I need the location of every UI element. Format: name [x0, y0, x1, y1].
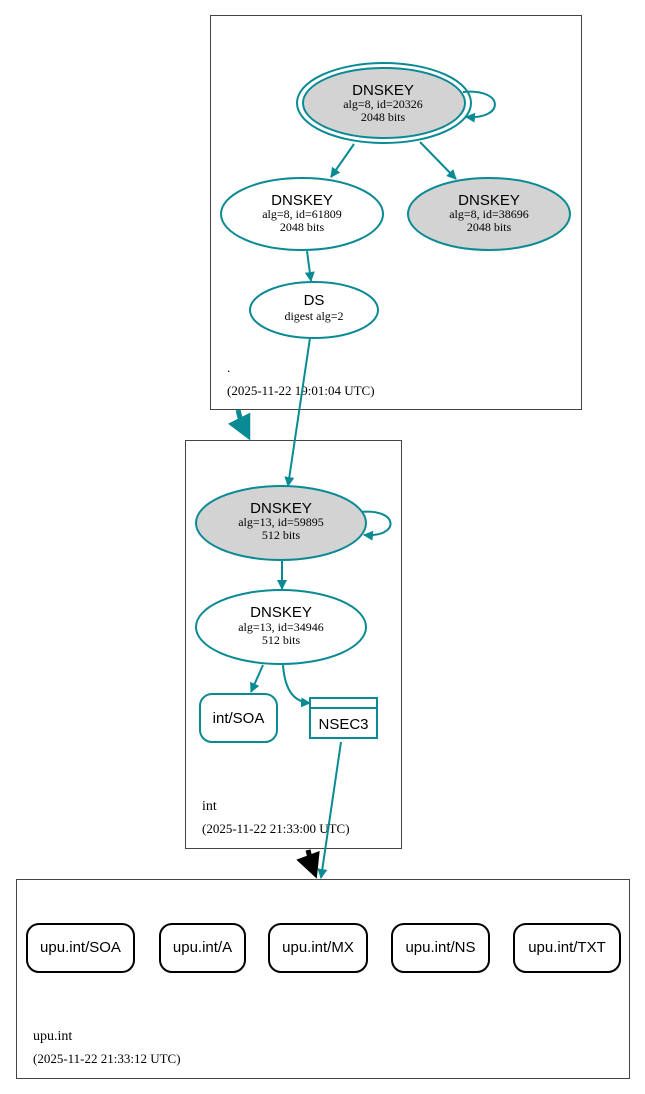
edge-ds-to-int-ksk: [284, 337, 311, 487]
node-int-ksk-title: DNSKEY: [250, 500, 312, 517]
edge-root-zsk-to-ds: [304, 250, 315, 282]
node-root-ksk-title: DNSKEY: [352, 82, 414, 99]
edge-root-ksk-to-key3: [419, 141, 457, 180]
edge-int-zsk-to-nsec3: [282, 664, 311, 708]
zone-root-name: .: [227, 360, 230, 375]
delegation-int-to-upu: [296, 849, 320, 879]
node-root-ds[interactable]: DS digest alg=2: [249, 281, 379, 339]
zone-upu-name: upu.int: [33, 1029, 72, 1044]
edge-int-zsk-to-soa: [250, 664, 264, 693]
zone-int-box: [185, 440, 402, 849]
node-int-zsk-title: DNSKEY: [250, 604, 312, 621]
node-root-ds-line1: digest alg=2: [284, 309, 343, 323]
edge-int-ksk-self: [359, 510, 392, 541]
node-root-zsk-line1: alg=8, id=61809: [262, 207, 342, 221]
zone-int-name: int: [202, 799, 217, 814]
record-upu-a[interactable]: upu.int/A: [159, 923, 246, 973]
node-int-ksk-line1: alg=13, id=59895: [238, 515, 324, 529]
record-upu-txt[interactable]: upu.int/TXT: [513, 923, 621, 973]
node-root-zsk-line2: 2048 bits: [280, 220, 325, 234]
node-int-ksk-line2: 512 bits: [262, 528, 301, 542]
record-upu-a-label: upu.int/A: [173, 939, 232, 956]
node-root-key3[interactable]: DNSKEY alg=8, id=38696 2048 bits: [407, 177, 571, 251]
node-root-zsk-title: DNSKEY: [271, 192, 333, 209]
node-root-ksk-line1: alg=8, id=20326: [343, 97, 423, 111]
edge-root-ksk-self: [462, 90, 496, 123]
record-upu-mx-label: upu.int/MX: [282, 939, 354, 956]
zone-upu-box: [16, 879, 630, 1079]
node-root-ksk[interactable]: DNSKEY alg=8, id=20326 2048 bits: [296, 62, 472, 144]
node-int-ksk[interactable]: DNSKEY alg=13, id=59895 512 bits: [195, 485, 367, 561]
record-upu-soa-label: upu.int/SOA: [40, 939, 121, 956]
edge-root-ksk-to-zsk: [330, 143, 355, 178]
edge-nsec3-to-upu: [317, 741, 342, 879]
node-int-zsk-line1: alg=13, id=34946: [238, 620, 324, 634]
node-int-zsk-line2: 512 bits: [262, 633, 301, 647]
node-root-ksk-line2: 2048 bits: [361, 110, 406, 124]
node-root-zsk[interactable]: DNSKEY alg=8, id=61809 2048 bits: [220, 177, 384, 251]
zone-int-timestamp: (2025-11-22 21:33:00 UTC): [202, 821, 350, 836]
record-upu-ns[interactable]: upu.int/NS: [391, 923, 490, 973]
zone-upu-timestamp: (2025-11-22 21:33:12 UTC): [33, 1051, 181, 1066]
node-int-zsk[interactable]: DNSKEY alg=13, id=34946 512 bits: [195, 589, 367, 665]
record-upu-soa[interactable]: upu.int/SOA: [26, 923, 135, 973]
node-int-soa-label: int/SOA: [213, 710, 265, 727]
node-int-soa[interactable]: int/SOA: [199, 693, 278, 743]
node-int-nsec3-label: NSEC3: [318, 716, 368, 733]
node-root-key3-line1: alg=8, id=38696: [449, 207, 529, 221]
node-int-nsec3[interactable]: NSEC3: [309, 697, 378, 739]
edges: [250, 90, 496, 879]
zone-root-timestamp: (2025-11-22 19:01:04 UTC): [227, 383, 375, 398]
record-upu-txt-label: upu.int/TXT: [528, 939, 606, 956]
node-root-key3-title: DNSKEY: [458, 192, 520, 209]
node-root-key3-line2: 2048 bits: [467, 220, 512, 234]
record-upu-mx[interactable]: upu.int/MX: [268, 923, 368, 973]
delegation-root-to-int: [227, 409, 251, 441]
node-root-ds-title: DS: [304, 292, 325, 309]
zone-root-box: [210, 15, 582, 410]
record-upu-ns-label: upu.int/NS: [405, 939, 475, 956]
